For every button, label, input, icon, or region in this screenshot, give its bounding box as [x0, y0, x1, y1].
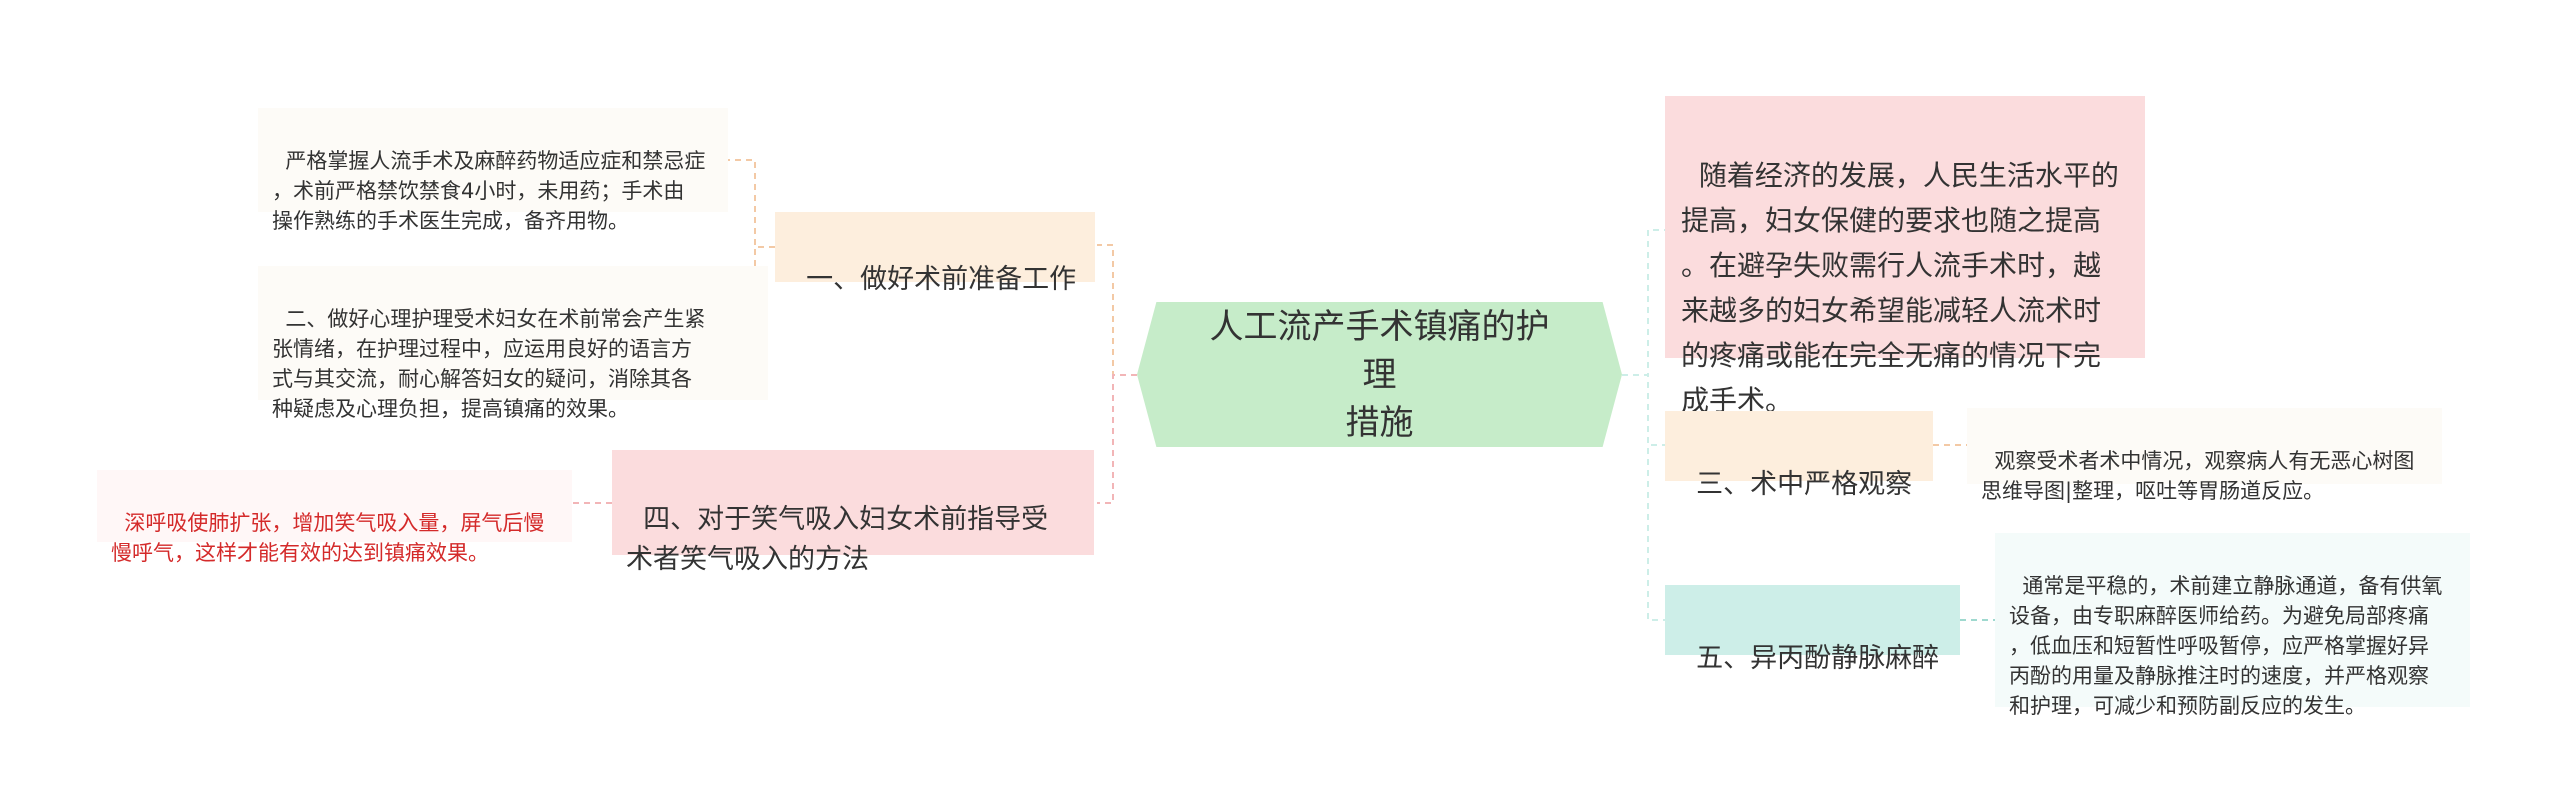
leaf-text: 严格掌握人流手术及麻醉药物适应症和禁忌症 ，术前严格禁饮禁食4小时，未用药；手术…: [272, 149, 706, 233]
branch-propofol-anesthesia[interactable]: 五、异丙酚静脉麻醉: [1665, 585, 1960, 674]
branch-preoperative-preparation[interactable]: 一、做好术前准备工作: [775, 212, 1095, 295]
intro-background[interactable]: 随着经济的发展，人民生活水平的 提高，妇女保健的要求也随之提高 。在避孕失败需行…: [1665, 96, 2145, 417]
branch-label: 三、术中严格观察: [1696, 469, 1913, 500]
leaf-indications[interactable]: 严格掌握人流手术及麻醉药物适应症和禁忌症 ，术前严格禁饮禁食4小时，未用药；手术…: [258, 108, 728, 233]
connector-center-branch1: [1097, 244, 1137, 376]
connector-center-intro: [1622, 229, 1665, 376]
leaf-text: 二、做好心理护理受术妇女在术前常会产生紧 张情绪，在护理过程中，应运用良好的语言…: [272, 307, 706, 421]
branch-intraoperative-observation[interactable]: 三、术中严格观察: [1665, 411, 1933, 500]
connector-center-branch4: [1097, 374, 1137, 504]
leaf-text: 深呼吸使肺扩张，增加笑气吸入量，屏气后慢 慢呼气，这样才能有效的达到镇痛效果。: [111, 511, 545, 565]
connector-center-branch3: [1622, 374, 1665, 446]
branch-nitrous-oxide-guidance[interactable]: 四、对于笑气吸入妇女术前指导受 术者笑气吸入的方法: [612, 450, 1094, 575]
connector-center-branch5: [1622, 374, 1665, 621]
leaf-text: 通常是平稳的，术前建立静脉通道，备有供氧 设备，由专职麻醉医师给药。为避免局部疼…: [2009, 574, 2443, 718]
leaf-breathing-instruction[interactable]: 深呼吸使肺扩张，增加笑气吸入量，屏气后慢 慢呼气，这样才能有效的达到镇痛效果。: [97, 470, 572, 565]
branch-label: 四、对于笑气吸入妇女术前指导受 术者笑气吸入的方法: [626, 504, 1049, 575]
central-topic-text: 人工流产手术镇痛的护理 措施: [1209, 306, 1550, 443]
leaf-observation-detail[interactable]: 观察受术者术中情况，观察病人有无恶心树图 思维导图|整理，呕吐等胃肠道反应。: [1967, 408, 2442, 503]
leaf-propofol-detail[interactable]: 通常是平稳的，术前建立静脉通道，备有供氧 设备，由专职麻醉医师给药。为避免局部疼…: [1995, 533, 2470, 718]
leaf-psychological-care[interactable]: 二、做好心理护理受术妇女在术前常会产生紧 张情绪，在护理过程中，应运用良好的语言…: [258, 266, 768, 421]
branch-label: 五、异丙酚静脉麻醉: [1696, 643, 1940, 674]
branch-label: 一、做好术前准备工作: [806, 264, 1077, 295]
leaf-text: 观察受术者术中情况，观察病人有无恶心树图 思维导图|整理，呕吐等胃肠道反应。: [1981, 449, 2415, 503]
central-topic[interactable]: 人工流产手术镇痛的护理 措施: [1137, 302, 1622, 447]
connector-branch1-leaf1: [728, 159, 775, 248]
